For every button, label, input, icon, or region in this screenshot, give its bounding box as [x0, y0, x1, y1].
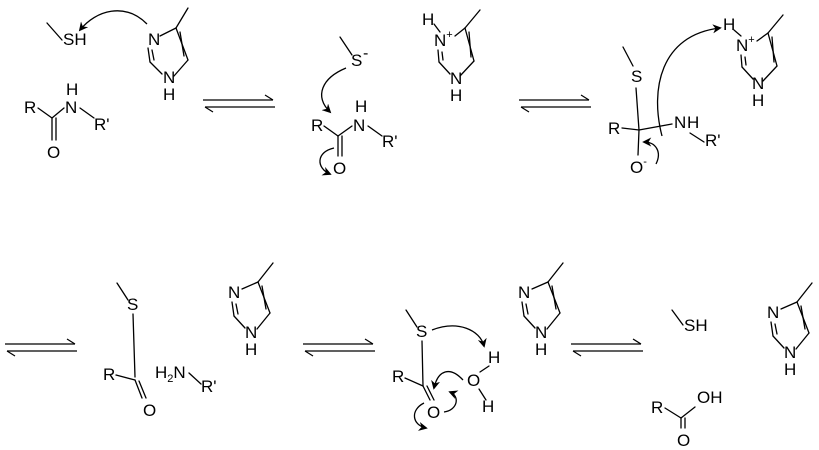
- step3-oxyanion-arrow: [642, 137, 659, 165]
- imid5-nh-label: H: [535, 340, 547, 359]
- step1-amide: R O N H R': [24, 80, 110, 162]
- step5-thioester: S R O: [392, 309, 440, 422]
- amide-n-label: N: [65, 98, 77, 117]
- product-sh-label: SH: [684, 316, 708, 335]
- imid6-nh-label: H: [784, 360, 796, 379]
- imid-n3-label: N: [148, 30, 160, 49]
- step2-carbonyl-arrow: [319, 147, 335, 176]
- tet-s-label: S: [631, 67, 642, 86]
- imidh-nh-label: H: [450, 86, 462, 105]
- tet-r-label: R: [608, 119, 620, 138]
- amide-r-label: R: [24, 98, 36, 117]
- water-o-label: O: [467, 371, 480, 390]
- acid-o-label: O: [677, 431, 690, 450]
- step2-s-attack-arrow: [321, 67, 347, 114]
- step2-imidazolium: H N+ N H: [422, 9, 481, 105]
- imid-n1-label: N: [163, 68, 175, 87]
- amide2-r-label: R: [311, 116, 323, 135]
- product-thiol: SH: [671, 309, 708, 335]
- step4-amine: H2N R': [155, 363, 217, 396]
- amine-rprime-label: R': [201, 377, 217, 396]
- imid6-n3-label: N: [767, 303, 779, 322]
- tet-nh-label: H: [687, 113, 699, 132]
- equilibrium-arrow-1: [203, 94, 275, 113]
- amide2-rprime-label: R': [382, 132, 398, 151]
- imidh3-h-label: H: [723, 15, 735, 34]
- imid-nh-h-label: H: [163, 85, 175, 104]
- imidh3-nh-label: H: [752, 91, 764, 110]
- thiolate-s-label: S: [351, 51, 362, 70]
- thioester5-r-label: R: [392, 367, 404, 386]
- imidh3-n1-label: N: [752, 74, 764, 93]
- step5-c-s-arrow: [431, 325, 487, 348]
- step4-imidazole: N N H: [228, 262, 274, 359]
- imid6-n1-label: N: [784, 343, 796, 362]
- imidh-n3-label: N+: [434, 29, 453, 50]
- amine-h2n-label: H2N: [155, 363, 186, 385]
- equilibrium-arrow-3: [5, 338, 77, 357]
- step5-water: H O H: [467, 348, 500, 416]
- step5-water-attack-arrow: [431, 370, 464, 390]
- tet-rprime-label: R': [705, 131, 721, 150]
- equilibrium-arrow-2: [519, 94, 591, 113]
- amide-o-label: O: [47, 143, 60, 162]
- imid4-nh-label: H: [245, 340, 257, 359]
- product-imidazole: N N H: [767, 282, 813, 379]
- equilibrium-arrow-5: [571, 338, 643, 357]
- thioester-r-label: R: [103, 365, 115, 384]
- amide2-nh-label: H: [355, 97, 367, 116]
- imidh3-n3-label: N+: [736, 34, 755, 55]
- acid-oh-label: OH: [697, 388, 723, 407]
- step5-imidazole: N N H: [518, 262, 564, 359]
- step1-imidazole: N N H: [147, 7, 189, 104]
- step3-tetrahedral-intermediate: S R O- N H R': [608, 46, 721, 177]
- thioester-s-label: S: [127, 295, 138, 314]
- imid4-n3-label: N: [228, 283, 240, 302]
- step3-imidazolium: H N+ N H: [723, 14, 784, 110]
- amide-nh-label: H: [66, 80, 78, 99]
- step2-thiolate: S -: [339, 36, 368, 70]
- step3-proton-transfer-arrow: [656, 24, 722, 137]
- step5-carbonyl-arrow: [413, 402, 428, 431]
- thioester-o-label: O: [143, 401, 156, 420]
- imidh-n1-label: N: [450, 69, 462, 88]
- thiolate-charge: -: [363, 45, 368, 62]
- acid-r-label: R: [651, 398, 663, 417]
- amide-rprime-label: R': [94, 115, 110, 134]
- water-h1-label: H: [488, 348, 500, 367]
- step2-amide: R O N H R': [311, 97, 398, 178]
- thioester5-o-label: O: [427, 403, 440, 422]
- imidh-h-label: H: [422, 10, 434, 29]
- step5-oxyanion-arrow: [443, 390, 459, 413]
- thiol-sh-label: SH: [63, 30, 87, 49]
- equilibrium-arrow-4: [303, 338, 375, 357]
- amide2-n-label: N: [353, 116, 365, 135]
- tet-o-label: O-: [630, 156, 647, 177]
- thioester5-s-label: S: [416, 322, 427, 341]
- product-carboxylic-acid: R O OH: [651, 388, 723, 450]
- step4-thioester: S R O: [103, 282, 156, 420]
- imid5-n3-label: N: [518, 283, 530, 302]
- step1-curved-arrow: [78, 10, 148, 32]
- imid5-n1-label: N: [535, 323, 547, 342]
- step1-thiol: SH: [46, 22, 87, 49]
- amide2-o-label: O: [333, 159, 346, 178]
- imid4-n1-label: N: [245, 323, 257, 342]
- tet-n-label: N: [674, 113, 686, 132]
- water-h2-label: H: [482, 397, 494, 416]
